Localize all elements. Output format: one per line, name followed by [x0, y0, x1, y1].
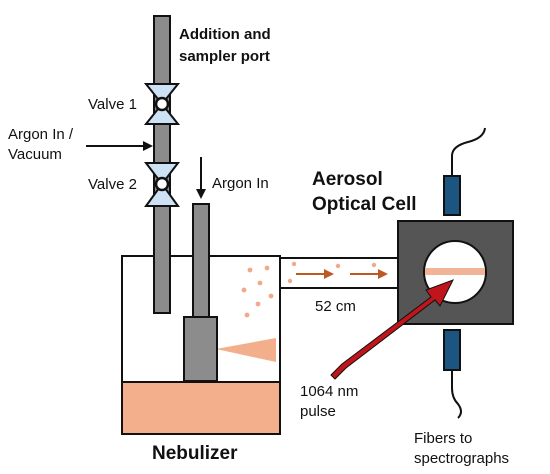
droplets: [241, 265, 274, 318]
distance-label: 52 cm: [315, 298, 356, 315]
fiber-connector-top: [443, 175, 461, 216]
droplet: [244, 312, 250, 318]
laser-pulse-arrow: [330, 279, 455, 380]
laser-beam-trace: [425, 268, 485, 275]
droplet: [264, 265, 270, 271]
droplet: [247, 267, 253, 273]
nebulizer-liquid: [121, 381, 281, 435]
laser-label-line-1: 1064 nm: [300, 383, 358, 400]
valve-1-label: Valve 1: [88, 96, 137, 113]
laser-label-line-2: pulse: [300, 403, 336, 420]
argon-inlet-tube: [192, 203, 210, 319]
nebulizer-label: Nebulizer: [152, 443, 238, 464]
argon-vacuum-label-line-1: Argon In /: [8, 126, 74, 143]
droplet: [291, 261, 297, 267]
droplet: [268, 293, 274, 299]
droplet: [241, 287, 247, 293]
fiber-bottom: [451, 370, 462, 419]
fiber-connector-bottom: [443, 329, 461, 371]
valve-1: [143, 83, 181, 125]
valve-2-label: Valve 2: [88, 176, 137, 193]
droplet: [257, 280, 263, 286]
optical-cell-label-line-2: Optical Cell: [312, 194, 417, 215]
droplet: [371, 262, 377, 268]
port-label-line-2: sampler port: [179, 48, 270, 65]
spray-cone: [216, 338, 276, 362]
fibers-label-line-1: Fibers to: [414, 430, 472, 447]
droplet: [255, 301, 261, 307]
nebulizer-nozzle: [183, 316, 218, 382]
argon-in-label: Argon In: [212, 175, 269, 192]
argon-vacuum-label-line-2: Vacuum: [8, 146, 62, 163]
droplet: [335, 263, 341, 269]
fibers-label-line-2: spectrographs: [414, 450, 509, 467]
fiber-top: [451, 127, 486, 176]
port-label-line-1: Addition and: [179, 26, 271, 43]
droplet: [287, 278, 293, 284]
optical-cell-label-line-1: Aerosol: [312, 169, 383, 190]
valve-2: [143, 162, 181, 207]
